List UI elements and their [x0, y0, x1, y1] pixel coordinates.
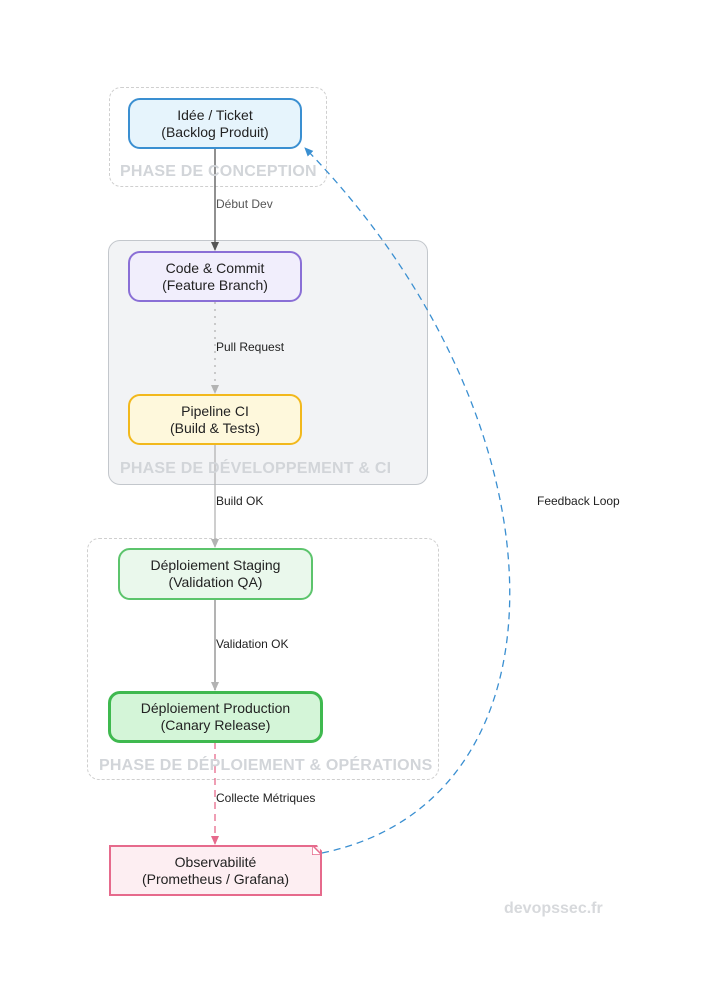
phase-label-conception: PHASE DE CONCEPTION	[120, 163, 317, 180]
node-deploiement-staging-title: Déploiement Staging	[150, 557, 281, 573]
note-corner-fold-icon	[312, 845, 322, 855]
node-deploiement-staging-subtitle: (Validation QA)	[168, 574, 263, 590]
node-code-commit-title: Code & Commit	[165, 259, 265, 276]
edge-label-validation-ok: Validation OK	[216, 637, 289, 651]
node-code-commit[interactable]: Code & Commit (Feature Branch)	[128, 251, 302, 302]
edge-feedback-loop	[304, 147, 511, 854]
node-observabilite[interactable]: Observabilité (Prometheus / Grafana)	[109, 845, 322, 896]
node-idee-ticket[interactable]: Idée / Ticket (Backlog Produit)	[128, 98, 302, 149]
node-deploiement-production[interactable]: Déploiement Production (Canary Release)	[108, 691, 323, 743]
edge-label-collecte-metriques: Collecte Métriques	[216, 791, 316, 805]
node-deploiement-staging[interactable]: Déploiement Staging (Validation QA)	[118, 548, 313, 600]
node-observabilite-subtitle: (Prometheus / Grafana)	[141, 870, 290, 887]
node-observabilite-title: Observabilité	[174, 853, 257, 870]
node-pipeline-ci[interactable]: Pipeline CI (Build & Tests)	[128, 394, 302, 445]
node-pipeline-ci-subtitle: (Build & Tests)	[170, 419, 260, 436]
edge-label-debut-dev: Début Dev	[216, 197, 273, 211]
node-idee-ticket-subtitle: (Backlog Produit)	[161, 123, 269, 140]
edge-label-feedback-loop: Feedback Loop	[537, 494, 620, 508]
node-deploiement-production-subtitle: (Canary Release)	[160, 717, 271, 733]
node-deploiement-production-title: Déploiement Production	[140, 700, 291, 716]
phase-deploiement-container	[87, 538, 439, 780]
edge-label-build-ok: Build OK	[216, 494, 264, 508]
edge-label-pull-request: Pull Request	[216, 340, 285, 354]
node-pipeline-ci-title: Pipeline CI	[181, 402, 249, 419]
phase-label-developpement: PHASE DE DÉVELOPPEMENT & CI	[120, 460, 392, 477]
node-code-commit-subtitle: (Feature Branch)	[162, 276, 268, 293]
phase-conception-container	[109, 87, 327, 187]
watermark-text: devopssec.fr	[504, 900, 603, 917]
node-idee-ticket-title: Idée / Ticket	[177, 106, 253, 123]
phase-label-deploiement: PHASE DE DÉPLOIEMENT & OPÉRATIONS	[99, 757, 433, 774]
